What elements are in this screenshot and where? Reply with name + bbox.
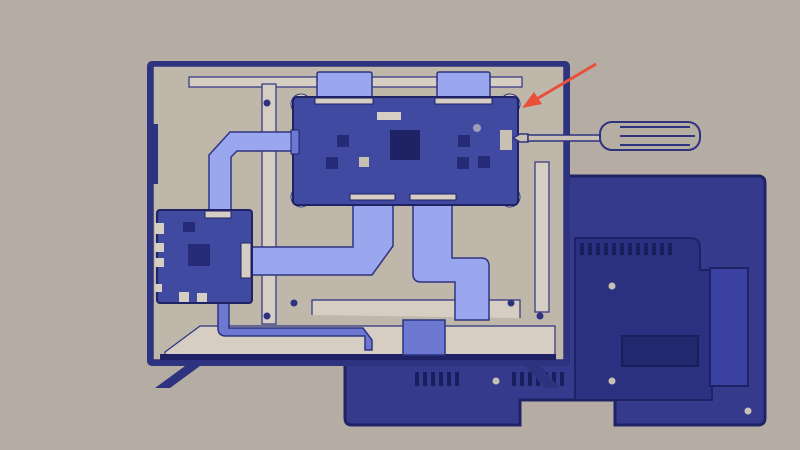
main-board	[155, 209, 253, 304]
pointer-arrow-icon	[522, 62, 597, 108]
screwdriver-icon	[511, 121, 701, 151]
chip-icon	[188, 244, 210, 266]
tv-stand	[155, 366, 560, 388]
screw-icon	[492, 282, 752, 415]
ribbon-cable	[208, 71, 491, 356]
screw-icon	[263, 99, 544, 320]
back-cover-port-panel	[709, 267, 749, 387]
chip-icon	[390, 130, 420, 160]
back-cover-label-plate	[621, 335, 699, 367]
tcon-board	[290, 93, 521, 208]
